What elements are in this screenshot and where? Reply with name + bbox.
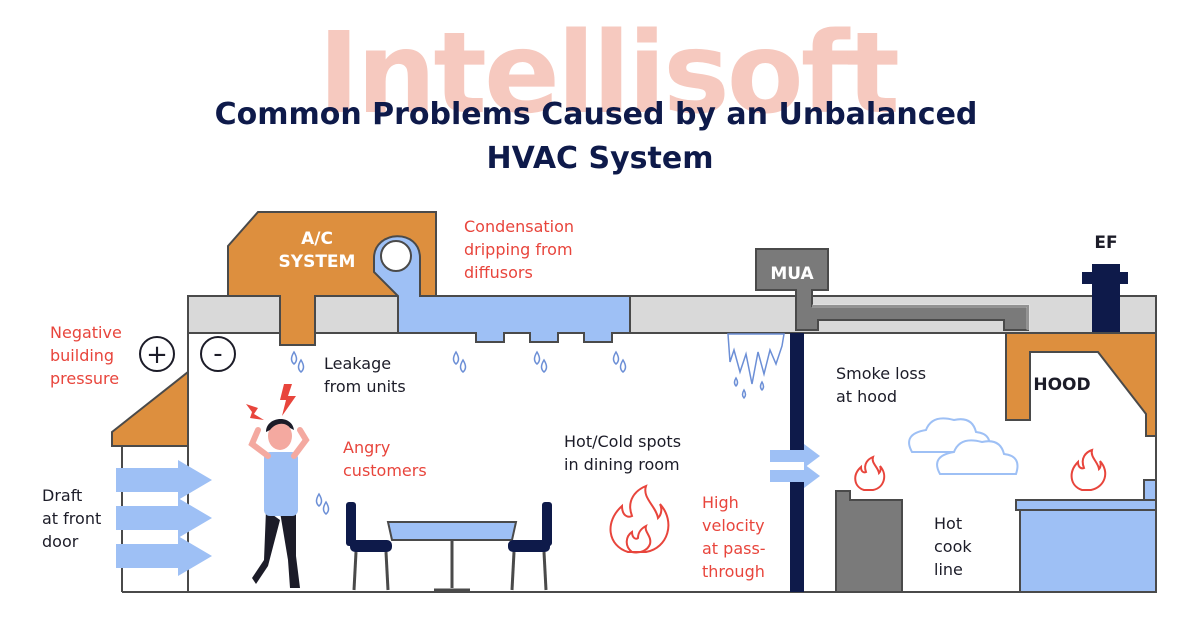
title-line-2: HVAC System (487, 141, 714, 176)
negative-pressure-line3: pressure (50, 369, 119, 388)
ef-label: EF (1094, 233, 1117, 253)
cook-fryer (1015, 479, 1157, 593)
water-drop-icon (290, 350, 627, 515)
supply-duct (373, 235, 631, 343)
minus-circle-icon: - (200, 336, 236, 372)
negative-pressure-line1: Negative (50, 323, 122, 342)
high-velocity-line2: velocity (702, 516, 765, 535)
mua-label: MUA (770, 264, 814, 284)
smoke-loss-label: Smoke loss at hood (836, 364, 926, 406)
hot-cook-line3: line (934, 560, 963, 579)
plus-circle-icon: + (139, 336, 175, 372)
smoke-cloud-icon (908, 417, 1019, 475)
hot-cold-line1: Hot/Cold spots (564, 432, 681, 451)
flame-icon (609, 448, 1107, 554)
hot-cold-label: Hot/Cold spots in dining room (564, 432, 681, 474)
smoke-loss-line2: at hood (836, 387, 897, 406)
leakage-line1: Leakage (324, 354, 391, 373)
condensation-line3: diffusors (464, 263, 533, 282)
ac-label-line1: A/C (301, 229, 333, 249)
hot-cold-line2: in dining room (564, 455, 680, 474)
warning-bolt-icon (246, 384, 296, 420)
high-velocity-label: High velocity at pass- through (702, 493, 766, 581)
plus-symbol: + (146, 340, 168, 370)
leakage-line2: from units (324, 377, 406, 396)
air-arrow-icon (116, 460, 212, 576)
minus-symbol: - (213, 339, 222, 369)
angry-customer (248, 418, 310, 588)
angry-line1: Angry (343, 438, 390, 457)
draft-line1: Draft (42, 486, 82, 505)
ac-label-line2: SYSTEM (279, 252, 356, 272)
brand-watermark: Intellisoft (318, 9, 900, 139)
high-velocity-line1: High (702, 493, 739, 512)
condensation-label: Condensation dripping from diffusors (464, 217, 574, 282)
pass-through-arrows (770, 444, 820, 488)
cook-range (835, 490, 903, 593)
chair-right (508, 502, 552, 591)
pass-through-wall (790, 333, 804, 592)
negative-pressure-line2: building (50, 346, 114, 365)
watermark-text: Intellisoft (318, 9, 897, 139)
entrance-canopy (111, 369, 189, 447)
hood: HOOD (1005, 332, 1157, 437)
hot-cook-line1: Hot (934, 514, 962, 533)
chair-left (346, 502, 392, 591)
hot-cook-line2: cook (934, 537, 972, 556)
exhaust-fan: EF (1082, 233, 1128, 332)
mua-unit: MUA (755, 248, 1030, 331)
draft-label: Draft at front door (42, 486, 101, 551)
leakage-label: Leakage from units (324, 354, 406, 396)
condensation-line1: Condensation (464, 217, 574, 236)
angry-label: Angry customers (343, 438, 427, 480)
draft-line3: door (42, 532, 79, 551)
hood-label: HOOD (1033, 375, 1090, 395)
high-velocity-line3: at pass- (702, 539, 766, 558)
title-line-1: Common Problems Caused by an Unbalanced (215, 97, 978, 132)
draft-line2: at front (42, 509, 101, 528)
hot-cook-label: Hot cook line (934, 514, 972, 579)
smoke-loss-line1: Smoke loss (836, 364, 926, 383)
icicles-icon (727, 333, 785, 400)
high-velocity-line4: through (702, 562, 765, 581)
dining-table (386, 521, 518, 592)
angry-line2: customers (343, 461, 427, 480)
condensation-line2: dripping from (464, 240, 573, 259)
negative-pressure-label: Negative building pressure (50, 323, 122, 388)
